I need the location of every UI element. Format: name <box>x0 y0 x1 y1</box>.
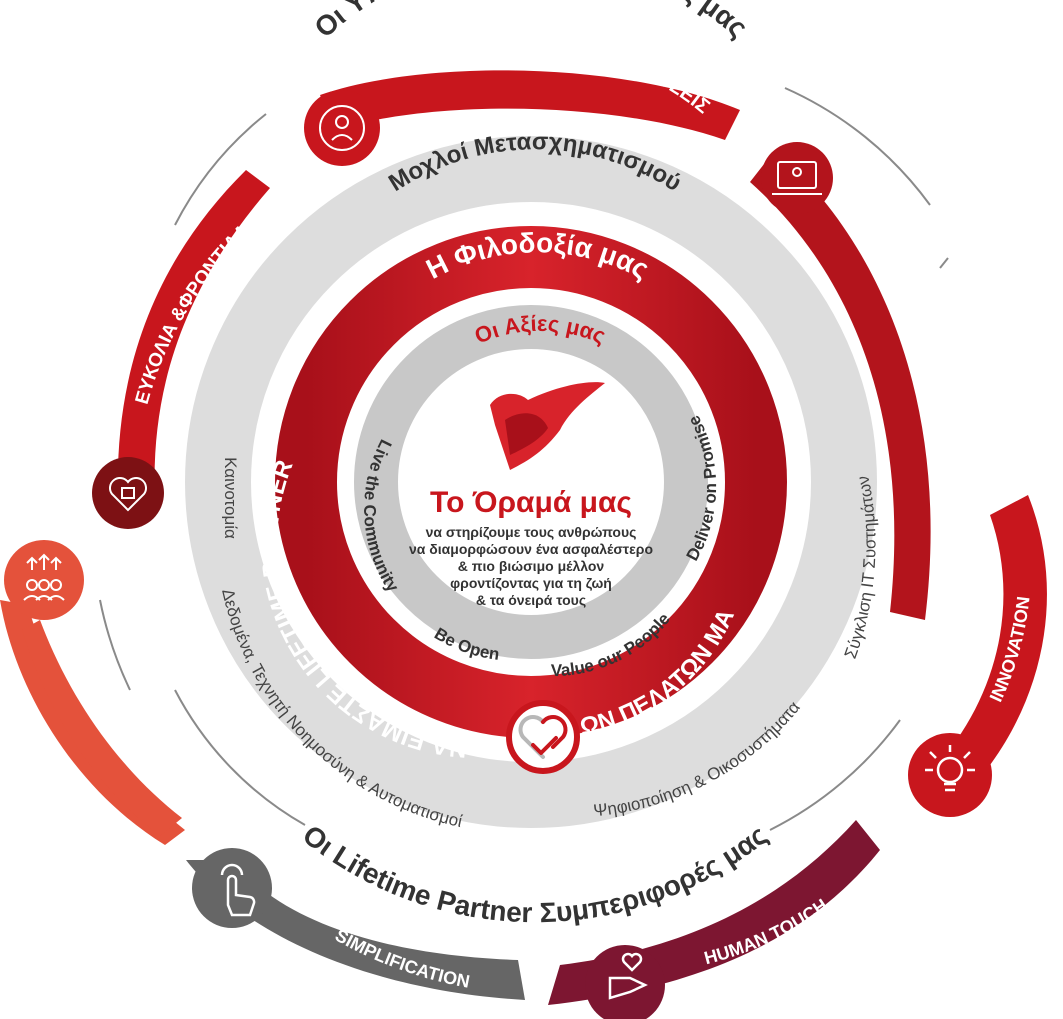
lever-innovation: Καινοτομία <box>221 457 240 539</box>
promise-band-personalized[interactable] <box>320 70 740 140</box>
promise-icon-bg-phygital <box>761 142 833 214</box>
vision-line-2: να διαμορφώσουν ένα ασφαλέστερο <box>409 541 653 557</box>
vision-line-4: φροντίζοντας για τη ζωή <box>450 575 612 591</box>
behaviour-band-ownership-body <box>22 620 182 836</box>
behaviour-band-simplification[interactable] <box>186 860 525 1000</box>
tap-hand-icon <box>220 863 256 917</box>
promise-band-ease[interactable] <box>117 170 271 498</box>
personalized-solutions-icon <box>319 105 365 151</box>
promise-icon-bg-ease <box>92 457 164 529</box>
values-ring <box>354 305 708 659</box>
behaviours-title: Οι Lifetime Partner Συμπεριφορές μας <box>297 819 773 928</box>
phygital-laptop-icon <box>772 161 822 195</box>
lightbulb-icon <box>925 745 975 792</box>
behaviour-icon-bg-human <box>585 945 665 1019</box>
behaviour-icon-bg-innovation <box>908 733 992 817</box>
behaviour-band-innovation[interactable] <box>928 495 1047 800</box>
ownership-people-icon <box>23 553 65 601</box>
heart-check-icon <box>518 715 568 759</box>
outer-ring-lines <box>99 87 949 831</box>
vision-line-1: να στηρίζουμε τους ανθρώπους <box>426 524 637 540</box>
vision-core <box>399 350 663 614</box>
vision-title: Το Όραμά μας <box>430 486 632 519</box>
ease-care-heart-icon <box>109 477 147 512</box>
vision-line-3: & πιο βιώσιμο μέλλον <box>458 558 605 574</box>
vision-line-5: & τα όνειρά τους <box>476 592 586 608</box>
levers-ring <box>185 136 877 828</box>
winged-lion-logo <box>490 382 605 470</box>
heart-hand-icon <box>608 952 648 1000</box>
heart-badge <box>506 700 580 774</box>
